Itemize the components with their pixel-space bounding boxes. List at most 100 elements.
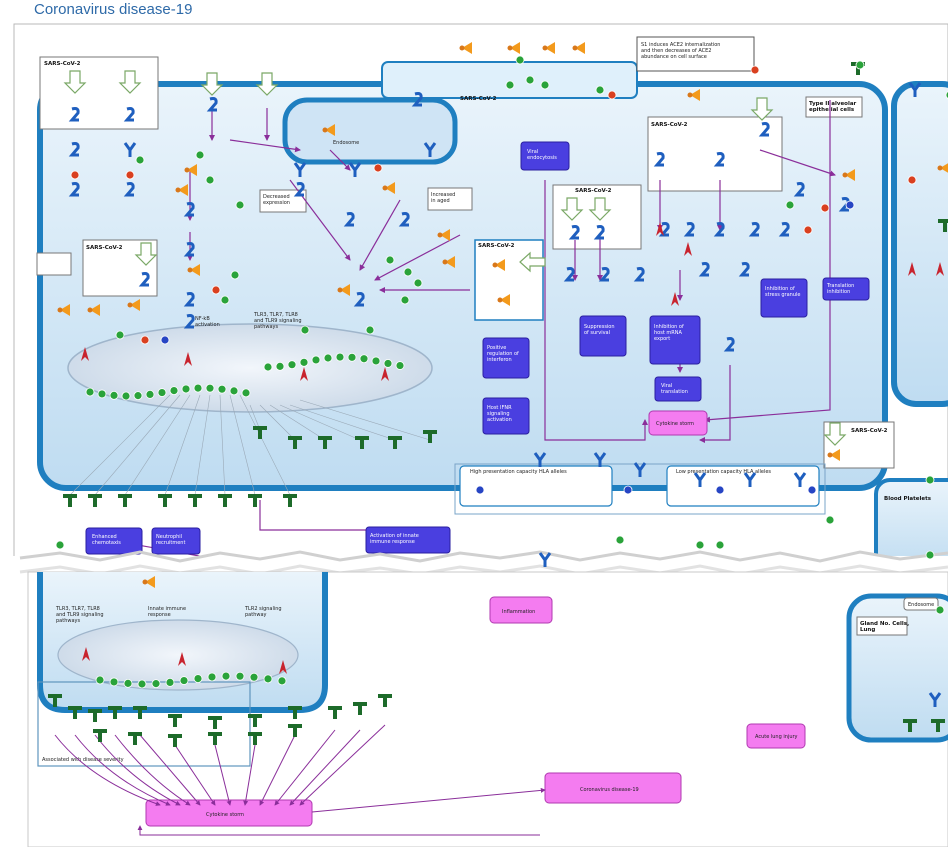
protein-icon xyxy=(778,222,790,237)
green-node-icon xyxy=(335,352,345,362)
transcription-factor-icon xyxy=(300,367,308,381)
s1-note-box xyxy=(636,36,755,72)
pink-inflammation-label: Inflammation xyxy=(502,609,535,615)
green-node-icon xyxy=(205,383,215,393)
sars-box-right xyxy=(647,116,783,192)
gene-stem xyxy=(323,440,327,449)
protein-icon xyxy=(633,267,645,282)
box-suppression[interactable] xyxy=(579,315,627,357)
gene-stem xyxy=(173,718,177,727)
pink-cytokine-storm-top[interactable] xyxy=(648,410,708,436)
protein-icon xyxy=(658,222,670,237)
box-host-ifnr[interactable] xyxy=(482,397,530,435)
box-positive-interferon[interactable] xyxy=(482,337,530,379)
hla-low-box xyxy=(666,465,820,507)
box-enhanced-chemotaxis[interactable] xyxy=(85,527,143,555)
gene-icon xyxy=(938,219,948,223)
green-node-icon xyxy=(300,325,310,335)
green-node-icon xyxy=(695,540,705,550)
protein-icon xyxy=(758,122,770,137)
increased-aged-box xyxy=(427,187,473,211)
box-translation-inhibition[interactable] xyxy=(822,277,870,301)
receptor-head xyxy=(322,127,328,133)
green-node-icon xyxy=(221,671,231,681)
pink-inflammation[interactable] xyxy=(489,596,553,624)
box-neutrophil[interactable] xyxy=(151,527,201,555)
receptor-head xyxy=(492,262,498,268)
pink-lung-injury[interactable] xyxy=(746,723,806,749)
protein-icon xyxy=(123,107,135,122)
protein-icon xyxy=(748,222,760,237)
gene-stem xyxy=(293,440,297,449)
protein-icon xyxy=(598,267,610,282)
hla-low-label: Low presentation capacity HLA alleles xyxy=(676,469,771,475)
gene-icon xyxy=(378,694,392,698)
receptor-icon xyxy=(575,42,585,54)
green-node-icon xyxy=(195,150,205,160)
box-stress-granule[interactable] xyxy=(760,278,808,318)
protein-icon xyxy=(206,97,218,112)
box-viral-endocytosis[interactable] xyxy=(520,141,570,171)
green-node-icon xyxy=(85,387,95,397)
receptor-head xyxy=(842,172,848,178)
hla-high-label: High presentation capacity HLA alleles xyxy=(470,469,567,475)
protein-icon xyxy=(353,292,365,307)
green-node-icon xyxy=(935,605,945,615)
box-innate-immune[interactable] xyxy=(365,526,451,554)
green-node-icon xyxy=(229,386,239,396)
receptor-icon xyxy=(60,304,70,316)
green-node-icon xyxy=(505,80,515,90)
blue-node-icon xyxy=(475,485,485,495)
green-node-icon xyxy=(785,200,795,210)
box-viral-translation[interactable] xyxy=(654,376,702,402)
gene-stem xyxy=(253,718,257,727)
gene-stem xyxy=(213,720,217,729)
gene-icon xyxy=(88,494,102,498)
gene-icon xyxy=(248,494,262,498)
receptor-head xyxy=(459,45,465,51)
gene-stem xyxy=(133,736,137,745)
viral-entry-arrow-icon xyxy=(200,72,224,96)
gene-stem xyxy=(73,710,77,719)
protein-icon xyxy=(68,142,80,157)
receptor-head xyxy=(57,307,63,313)
green-node-icon xyxy=(263,674,273,684)
sars-mid-left-label: SARS-CoV-2 xyxy=(86,245,123,251)
left-note-box xyxy=(36,252,72,276)
gene-icon xyxy=(68,706,82,710)
receptor-icon xyxy=(545,42,555,54)
receptor-icon xyxy=(690,89,700,101)
green-node-icon xyxy=(193,383,203,393)
green-node-icon xyxy=(275,361,285,371)
green-node-icon xyxy=(371,356,381,366)
transcription-factor-icon xyxy=(381,367,389,381)
sars-box-center xyxy=(474,239,544,321)
gene-stem xyxy=(428,434,432,443)
y-receptor-icon xyxy=(533,452,547,467)
y-receptor-icon xyxy=(793,472,807,487)
transcription-factor-icon xyxy=(671,292,679,306)
receptor-icon xyxy=(440,229,450,241)
box-inhibition-mrna[interactable] xyxy=(649,315,701,365)
red-node-icon xyxy=(907,175,917,185)
top-virion-label: SARS-CoV-2 xyxy=(460,96,497,102)
associated-label: Associated with disease severity xyxy=(42,757,124,763)
gene-stem xyxy=(163,498,167,507)
sars-cluster-right-label: SARS-CoV-2 xyxy=(651,122,688,128)
gene-icon xyxy=(108,706,122,710)
green-node-icon xyxy=(135,155,145,165)
green-node-icon xyxy=(277,676,287,686)
y-receptor-icon xyxy=(593,452,607,467)
y-receptor-icon xyxy=(928,692,942,707)
gene-stem xyxy=(293,728,297,737)
green-node-icon xyxy=(235,671,245,681)
protein-icon xyxy=(183,314,195,329)
gene-icon xyxy=(931,719,945,723)
gene-stem xyxy=(193,498,197,507)
endosome-compartment xyxy=(282,97,458,165)
